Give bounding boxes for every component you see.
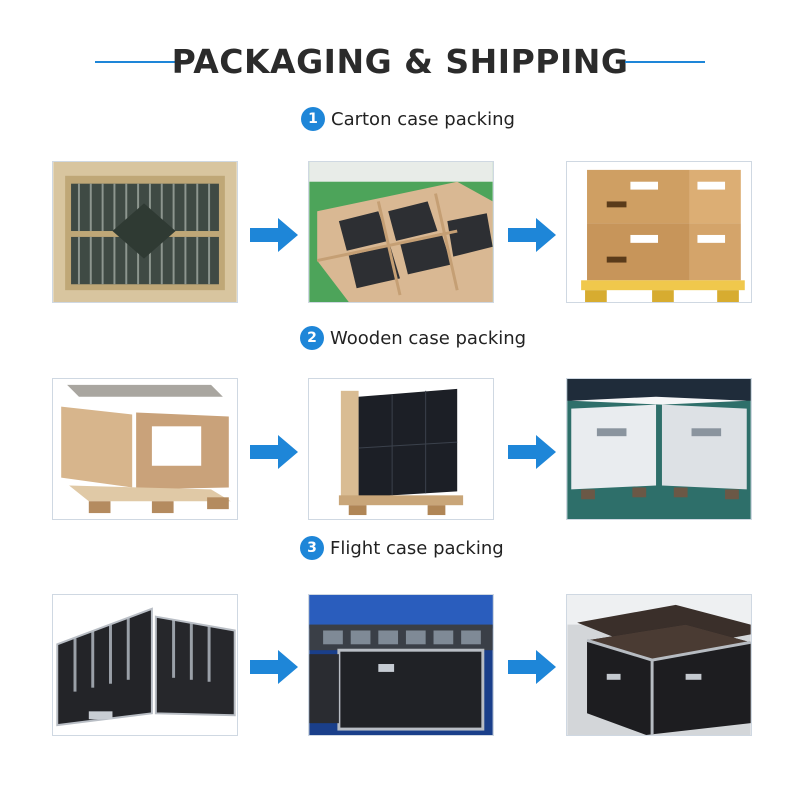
number-badge: 2 xyxy=(300,326,324,350)
carton-photo-pallet xyxy=(566,161,752,303)
flight-photo-open-cases xyxy=(52,594,238,736)
page-title: PACKAGING & SHIPPING xyxy=(171,42,629,81)
number-badge: 1 xyxy=(301,107,325,131)
wooden-photo-white-crates xyxy=(566,378,752,520)
arrow-right-icon xyxy=(250,218,298,252)
carton-photo-open-box xyxy=(52,161,238,303)
arrow-right-icon xyxy=(508,650,556,684)
number-badge: 3 xyxy=(300,536,324,560)
page-header: PACKAGING & SHIPPING xyxy=(0,40,800,84)
title-rule-left xyxy=(95,61,175,63)
section-heading-carton: 1 Carton case packing xyxy=(301,106,515,132)
arrow-right-icon xyxy=(508,435,556,469)
wooden-photo-screen-in-crate xyxy=(308,378,494,520)
arrow-right-icon xyxy=(508,218,556,252)
arrow-right-icon xyxy=(250,435,298,469)
section-heading-wooden: 2 Wooden case packing xyxy=(300,325,526,351)
carton-photo-divided-boxes xyxy=(308,161,494,303)
section-label: Carton case packing xyxy=(331,108,515,130)
wooden-photo-exploded-crate xyxy=(52,378,238,520)
section-label: Flight case packing xyxy=(330,537,504,559)
section-heading-flight: 3 Flight case packing xyxy=(300,535,504,561)
section-label: Wooden case packing xyxy=(330,327,527,349)
flight-photo-case-with-modules xyxy=(308,594,494,736)
title-rule-right xyxy=(625,61,705,63)
arrow-right-icon xyxy=(250,650,298,684)
flight-photo-closed-cases xyxy=(566,594,752,736)
